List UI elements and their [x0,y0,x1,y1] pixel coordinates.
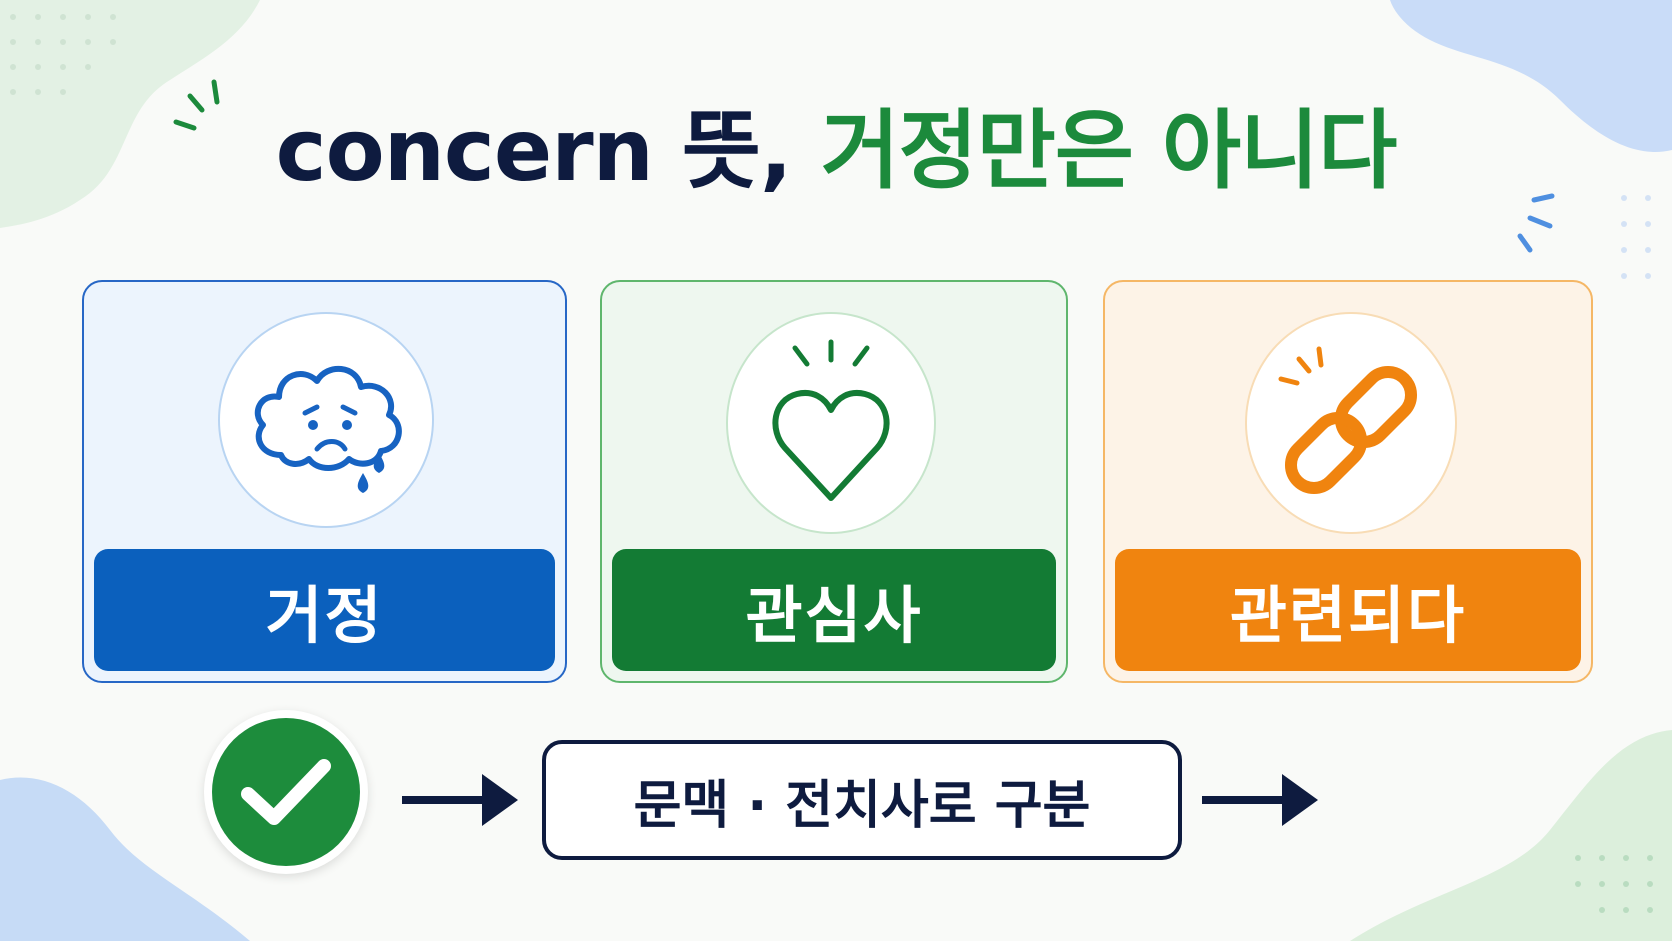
heart-icon [772,339,890,501]
worried-cloud-icon [254,365,402,493]
context-box: 문맥 · 전치사로 구분 [542,740,1182,860]
card-interest: 관심사 [600,280,1068,683]
label-worry: 거정 [94,549,555,671]
decor-blob-bottom-right [1350,730,1672,941]
sparkle-left-icon [173,79,220,131]
check-badge-inner [212,718,360,866]
sparkle-right-icon [1517,193,1555,253]
page-title: concern 뜻, 거정만은 아니다 [0,108,1672,194]
context-text: 문맥 · 전치사로 구분 [633,775,1091,836]
card-related: 관련되다 [1103,280,1593,683]
arrow-right-icon [402,774,518,826]
check-icon [241,759,331,825]
icon-circle-related [1245,312,1457,534]
decor-dots-right [1621,195,1651,279]
chain-link-icon [1278,346,1418,495]
decor-dots-top-left [10,14,116,95]
label-related: 관련되다 [1115,549,1581,671]
arrow-right-icon-2 [1202,774,1318,826]
title-part-green: 거정만은 아니다 [820,101,1398,201]
title-part-dark: concern 뜻, [275,101,793,201]
icon-circle-worry [218,312,434,528]
decor-blob-top-left [0,0,260,228]
card-worry: 거정 [82,280,567,683]
decor-dots-bottom-right [1575,855,1653,913]
decor-blob-bottom-left [0,777,250,941]
check-badge [204,710,368,874]
label-interest: 관심사 [612,549,1056,671]
decor-blob-top-right [1390,0,1672,152]
icon-circle-interest [726,312,936,534]
